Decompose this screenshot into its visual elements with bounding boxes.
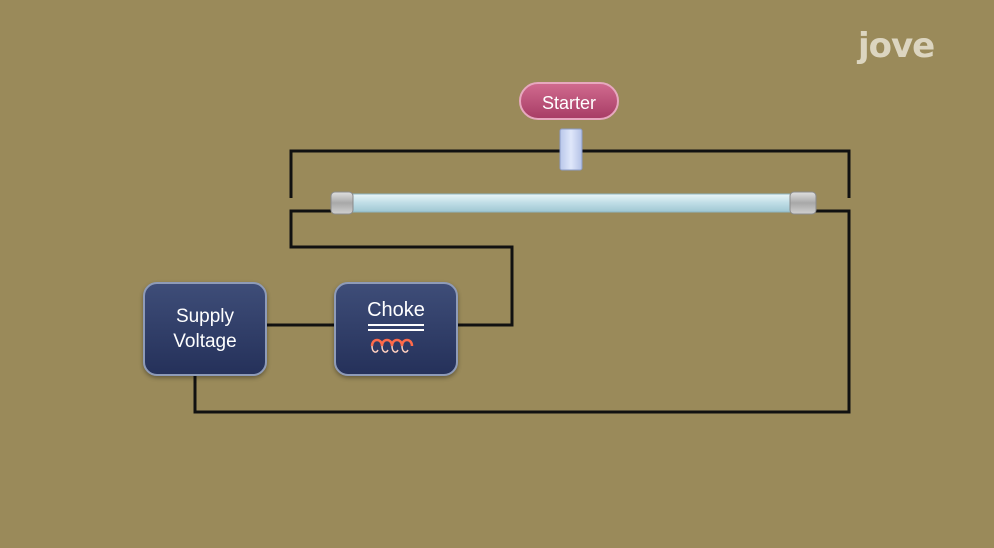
choke-label: Choke: [367, 299, 425, 321]
wire-left-to-choke: [289, 209, 514, 327]
supply-label-line1: Supply: [175, 306, 235, 327]
coil-icon: [368, 324, 424, 353]
starter-label: Starter: [519, 82, 619, 120]
fluorescent-tube-icon: [330, 191, 817, 215]
supply-voltage-box: Supply Voltage: [143, 282, 267, 376]
supply-label-line2: Voltage: [173, 331, 237, 352]
jove-logo: jove: [858, 26, 935, 66]
choke-box: Choke: [334, 282, 458, 376]
starter-switch-icon: [559, 128, 583, 171]
wire-return: [193, 209, 851, 414]
